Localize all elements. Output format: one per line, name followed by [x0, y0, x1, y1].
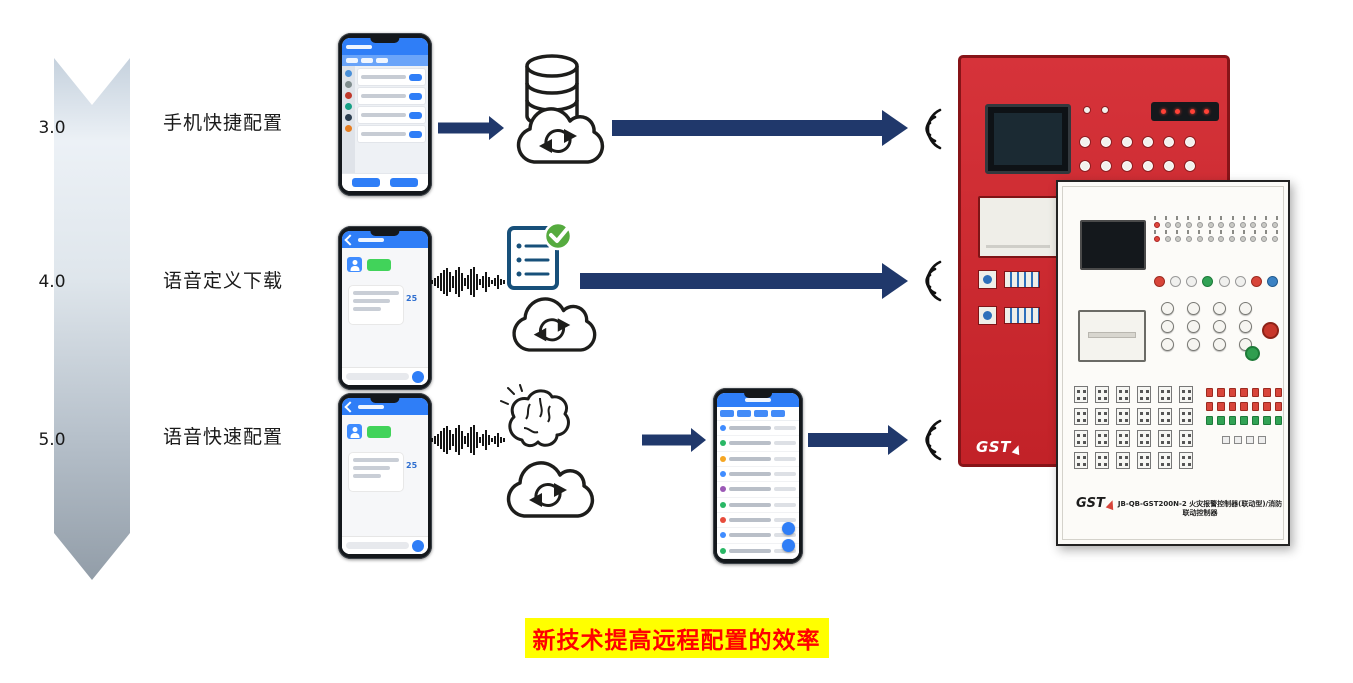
voice-waveform-icon — [430, 424, 508, 456]
app-icon-rail — [342, 66, 355, 173]
list-app-header — [717, 393, 799, 407]
caption: 新技术提高远程配置的效率 — [524, 618, 829, 658]
phone-voice-chat-1: 25 — [338, 226, 432, 390]
mute-button — [1262, 322, 1279, 339]
version-label-3: 3.0 — [38, 118, 66, 138]
phone-notch — [744, 393, 772, 398]
panel-key-row — [1079, 136, 1196, 148]
phone-screen — [342, 38, 428, 191]
row-label-voice-config: 语音快速配置 — [163, 426, 284, 448]
arrow-phone-to-panel — [808, 423, 908, 457]
row-label-voice-download: 语音定义下载 — [163, 270, 284, 292]
gst-logo: GST — [976, 438, 1023, 456]
phone-notch — [370, 231, 400, 236]
wifi-signal-icon — [910, 258, 950, 304]
back-icon — [344, 400, 356, 413]
led-indicator-rows — [1154, 216, 1278, 242]
row-label-phone-config: 手机快捷配置 — [163, 112, 284, 134]
panel-switch-group — [978, 270, 1040, 289]
voice-command-bubble — [367, 259, 391, 271]
device-config-list — [358, 69, 425, 142]
phone-screen — [717, 393, 799, 559]
chat-header — [342, 398, 428, 415]
user-avatar-icon — [347, 424, 362, 439]
app-header — [342, 38, 428, 55]
mic-button-icon — [412, 370, 424, 383]
reply-bubble — [349, 286, 403, 324]
checklist-icon — [504, 218, 574, 296]
voice-command-bubble — [367, 426, 391, 438]
reply-bubble — [349, 453, 403, 491]
arrow-download-to-panel — [580, 263, 908, 299]
message-input-bar — [342, 536, 428, 554]
zone-switch-grid — [1074, 386, 1196, 469]
arrow-cloud-to-panel — [612, 110, 908, 146]
control-panel-white: GST JB-QB-GST200N-2 火灾报警控制器(联动型)/消防联动控制器 — [1056, 180, 1290, 546]
list-app-toolbar — [717, 407, 799, 421]
version-label-5: 5.0 — [38, 430, 66, 450]
chat-header — [342, 231, 428, 248]
phone-screen: 25 — [342, 398, 428, 554]
chat-body: 25 — [342, 415, 428, 554]
user-avatar-icon — [347, 257, 362, 272]
printer-slot — [1078, 310, 1146, 362]
indicator-lights — [1083, 106, 1109, 114]
keypad — [1158, 302, 1254, 351]
chat-body: 25 — [342, 248, 428, 385]
arrow-phone-to-cloud — [438, 114, 504, 142]
wifi-signal-icon — [910, 417, 950, 463]
gst-logo-mark-icon — [1105, 498, 1117, 511]
version-label-4: 4.0 — [38, 272, 66, 292]
panel-display-screen — [985, 104, 1071, 174]
status-button-row — [1154, 276, 1278, 287]
voice-waveform-icon — [430, 266, 508, 298]
phone-voice-chat-2: 25 — [338, 393, 432, 559]
panel-key-row — [1079, 160, 1196, 172]
cloud-sync-icon — [502, 286, 602, 364]
phone-notch — [370, 398, 400, 403]
message-input-bar — [342, 367, 428, 385]
phone-screen: 25 — [342, 231, 428, 385]
panel-display-screen — [1080, 220, 1146, 270]
confirm-button — [1245, 346, 1260, 361]
arrow-ai-to-phone — [642, 426, 706, 454]
app-body — [342, 66, 428, 173]
cloud-sync-icon — [506, 96, 610, 176]
configured-device-list — [717, 421, 799, 559]
mic-button-icon — [412, 539, 424, 552]
fab-button-icon — [782, 539, 795, 552]
cloud-sync-icon — [496, 450, 600, 530]
ai-brain-icon — [500, 384, 574, 454]
alarm-led-grid — [1206, 388, 1282, 444]
phone-config-app — [338, 33, 432, 196]
panel-model-label: JB-QB-GST200N-2 火灾报警控制器(联动型)/消防联动控制器 — [1117, 500, 1283, 518]
voice-duration-badge: 25 — [406, 461, 418, 470]
timeline-arrow — [54, 58, 130, 580]
printer-door — [978, 196, 1058, 258]
phone-notch — [370, 38, 400, 43]
panel-switch-group — [978, 306, 1040, 325]
app-footer-buttons — [342, 173, 428, 191]
voice-duration-badge: 25 — [406, 294, 418, 303]
gst-logo-mark-icon — [1011, 443, 1023, 456]
wifi-signal-icon — [910, 106, 950, 152]
back-icon — [344, 233, 356, 246]
alarm-led-strip — [1151, 102, 1219, 121]
fab-button-icon — [782, 522, 795, 535]
app-tab-bar — [342, 55, 428, 66]
phone-device-list — [713, 388, 803, 564]
gst-logo: GST — [1076, 496, 1117, 511]
